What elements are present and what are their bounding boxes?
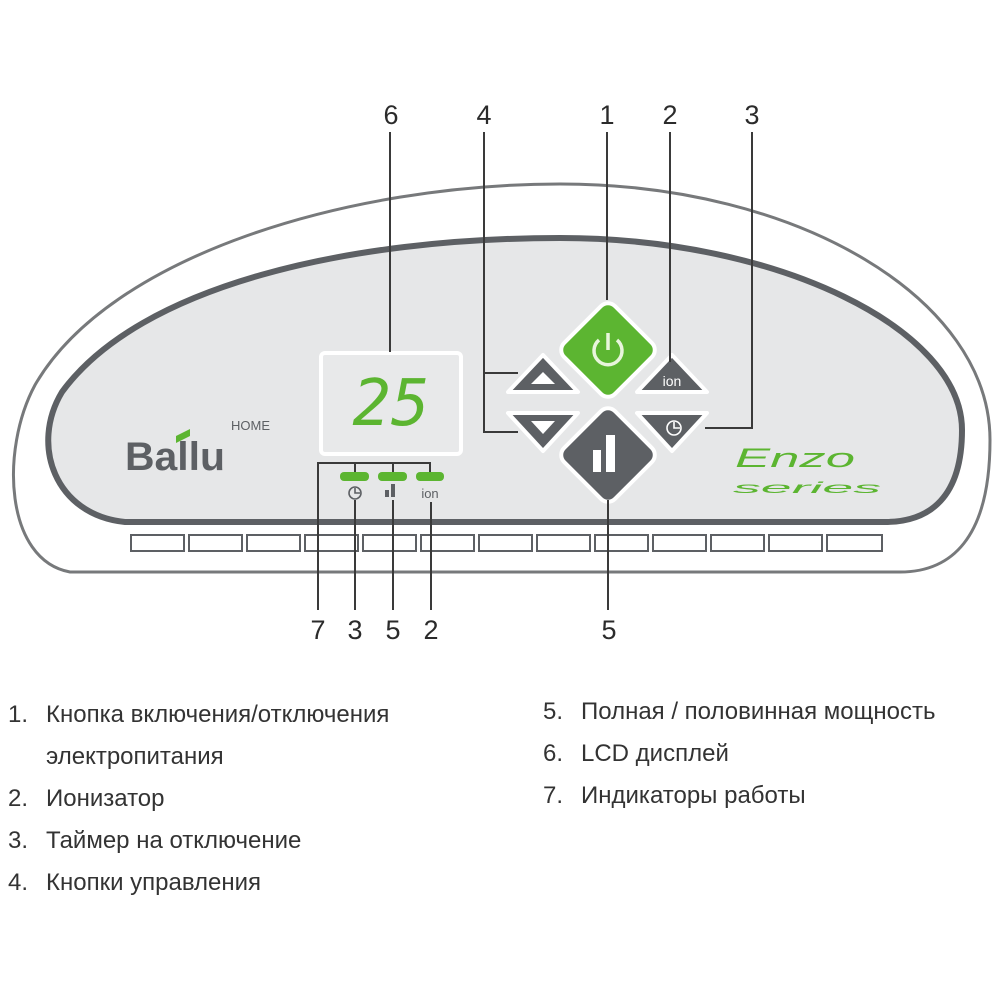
power-button[interactable] <box>557 299 659 401</box>
power-icon <box>592 333 624 367</box>
power-level-icon <box>593 435 615 472</box>
timer-icon <box>666 420 682 436</box>
legend-item-6: 6.LCD дисплей <box>543 740 729 767</box>
legend-item-3: 3.Таймер на отключение <box>8 827 302 854</box>
svg-text:Enzo: Enzo <box>735 443 855 473</box>
control-panel-diagram: Ballu HOME 25 ion ion Enzo series <box>12 100 992 645</box>
timer-button[interactable] <box>635 411 709 453</box>
indicator-lights <box>340 472 444 481</box>
panel-face <box>45 234 966 525</box>
legend-right: 5.Полная / половинная мощность 6.LCD дис… <box>543 691 935 817</box>
legend-left: 1.Кнопка включения/отключения электропит… <box>8 694 389 904</box>
indicator-ion-label: ion <box>421 486 438 501</box>
legend-item-5: 5.Полная / половинная мощность <box>543 698 936 725</box>
up-arrow-icon <box>531 372 555 384</box>
svg-text:series: series <box>733 480 881 497</box>
svg-text:Ballu: Ballu <box>125 435 225 479</box>
leader-lines <box>317 132 753 610</box>
callout-5-center: 5 <box>601 615 616 645</box>
legend-item-2: 2.Ионизатор <box>8 785 165 812</box>
callout-2: 2 <box>662 100 677 130</box>
callout-4: 4 <box>476 100 491 130</box>
callout-1: 1 <box>599 100 614 130</box>
up-button[interactable] <box>506 353 580 394</box>
legend-item-1: 1.Кнопка включения/отключения <box>8 701 390 728</box>
lcd-display-value: 25 <box>352 367 429 441</box>
legend-item-1-cont: электропитания <box>46 743 224 770</box>
legend-item-4: 4.Кнопки управления <box>8 869 262 896</box>
legend-item-7: 7.Индикаторы работы <box>543 782 806 809</box>
callout-7-bottom: 7 <box>310 615 325 645</box>
callout-3-bottom: 3 <box>347 615 362 645</box>
indicator-power-icon <box>385 484 395 497</box>
lcd-display <box>319 351 463 456</box>
svg-text:HOME: HOME <box>231 418 270 433</box>
ion-label: ion <box>663 373 682 389</box>
ion-button[interactable]: ion <box>635 353 709 394</box>
callout-6: 6 <box>383 100 398 130</box>
callout-2-bottom: 2 <box>423 615 438 645</box>
callout-5-bottom: 5 <box>385 615 400 645</box>
enzo-series-logo: Enzo series <box>733 443 881 497</box>
ballu-logo: Ballu HOME <box>125 418 270 479</box>
down-arrow-icon <box>531 421 555 434</box>
down-button[interactable] <box>506 411 580 453</box>
indicator-timer-icon <box>348 486 362 500</box>
power-level-button[interactable] <box>557 404 659 506</box>
callout-3: 3 <box>744 100 759 130</box>
